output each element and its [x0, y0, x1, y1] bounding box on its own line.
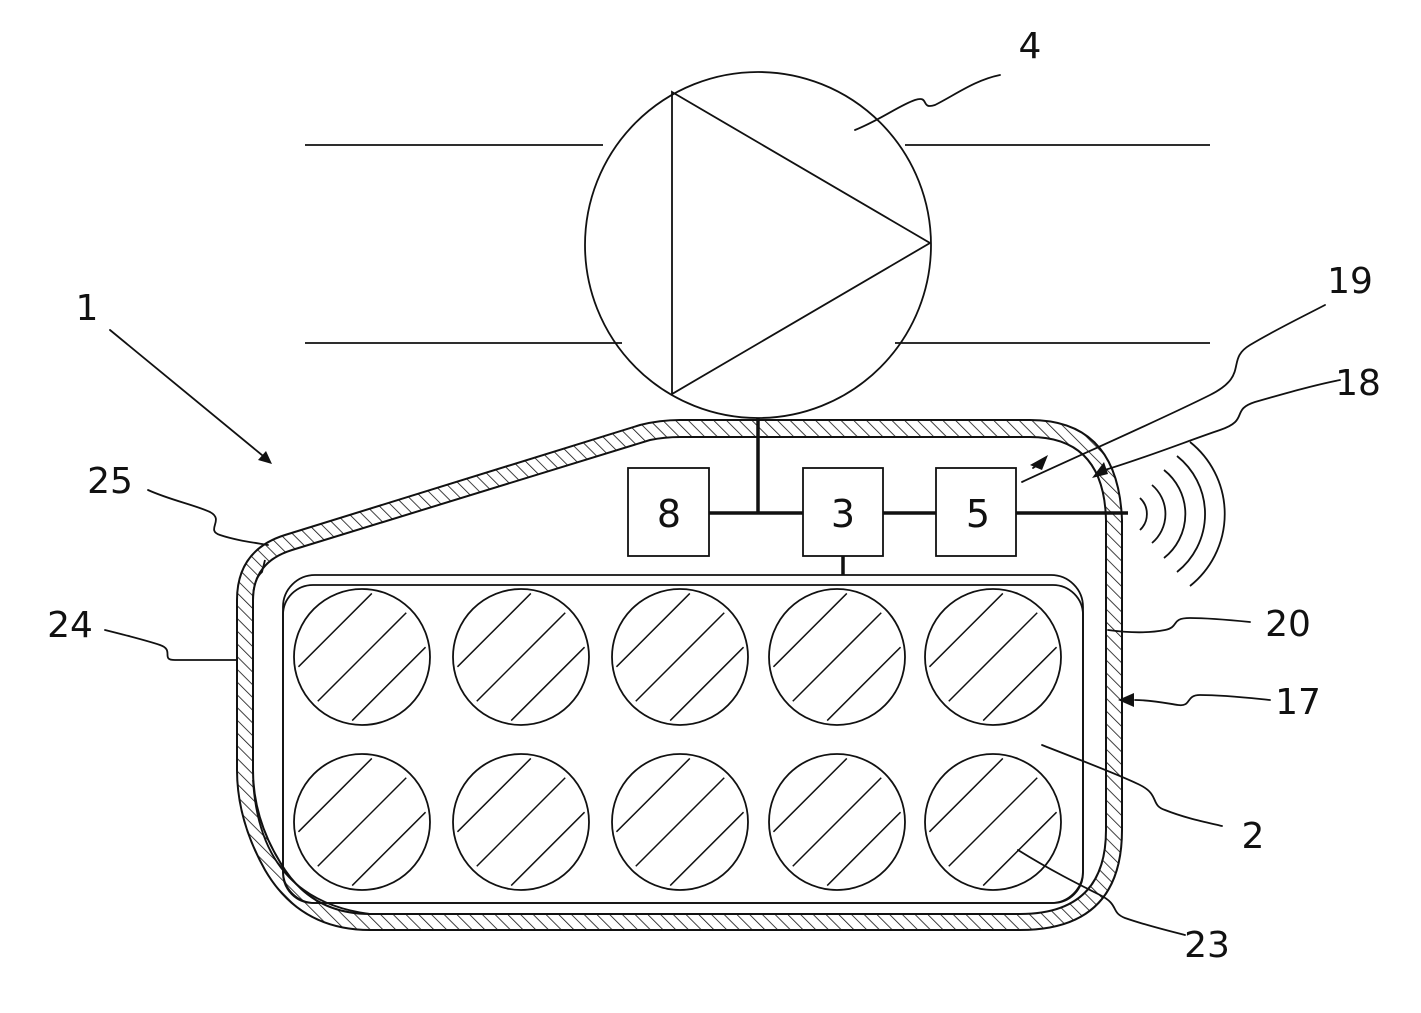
battery-cell [769, 754, 905, 890]
box-3: 3 [803, 468, 883, 556]
battery-cell [612, 589, 748, 725]
label-23: 23 [1184, 925, 1230, 966]
box-8: 8 [628, 468, 709, 556]
box-5-label: 5 [966, 492, 990, 536]
battery-cells [294, 589, 1061, 890]
label-4: 4 [1019, 26, 1042, 67]
leader-lines [105, 75, 1340, 935]
battery-module [283, 575, 1083, 903]
label-2: 2 [1242, 816, 1265, 857]
label-17: 17 [1275, 682, 1321, 723]
battery-cell [294, 754, 430, 890]
battery-cell [925, 589, 1061, 725]
label-18: 18 [1335, 363, 1381, 404]
battery-cell [453, 589, 589, 725]
battery-cell [612, 754, 748, 890]
box-8-label: 8 [657, 492, 681, 536]
battery-cell [925, 754, 1061, 890]
pipe-lines [305, 145, 1210, 343]
pump-symbol [585, 72, 931, 418]
box-3-label: 3 [831, 492, 855, 536]
box-5: 5 [936, 468, 1016, 556]
label-19: 19 [1327, 261, 1373, 302]
battery-cell [294, 589, 430, 725]
battery-cell [453, 754, 589, 890]
battery-cell [769, 589, 905, 725]
label-1: 1 [76, 288, 99, 329]
label-20: 20 [1265, 604, 1311, 645]
label-24: 24 [47, 605, 93, 646]
wireless-signal-icon [1140, 442, 1225, 586]
label-25: 25 [87, 461, 133, 502]
